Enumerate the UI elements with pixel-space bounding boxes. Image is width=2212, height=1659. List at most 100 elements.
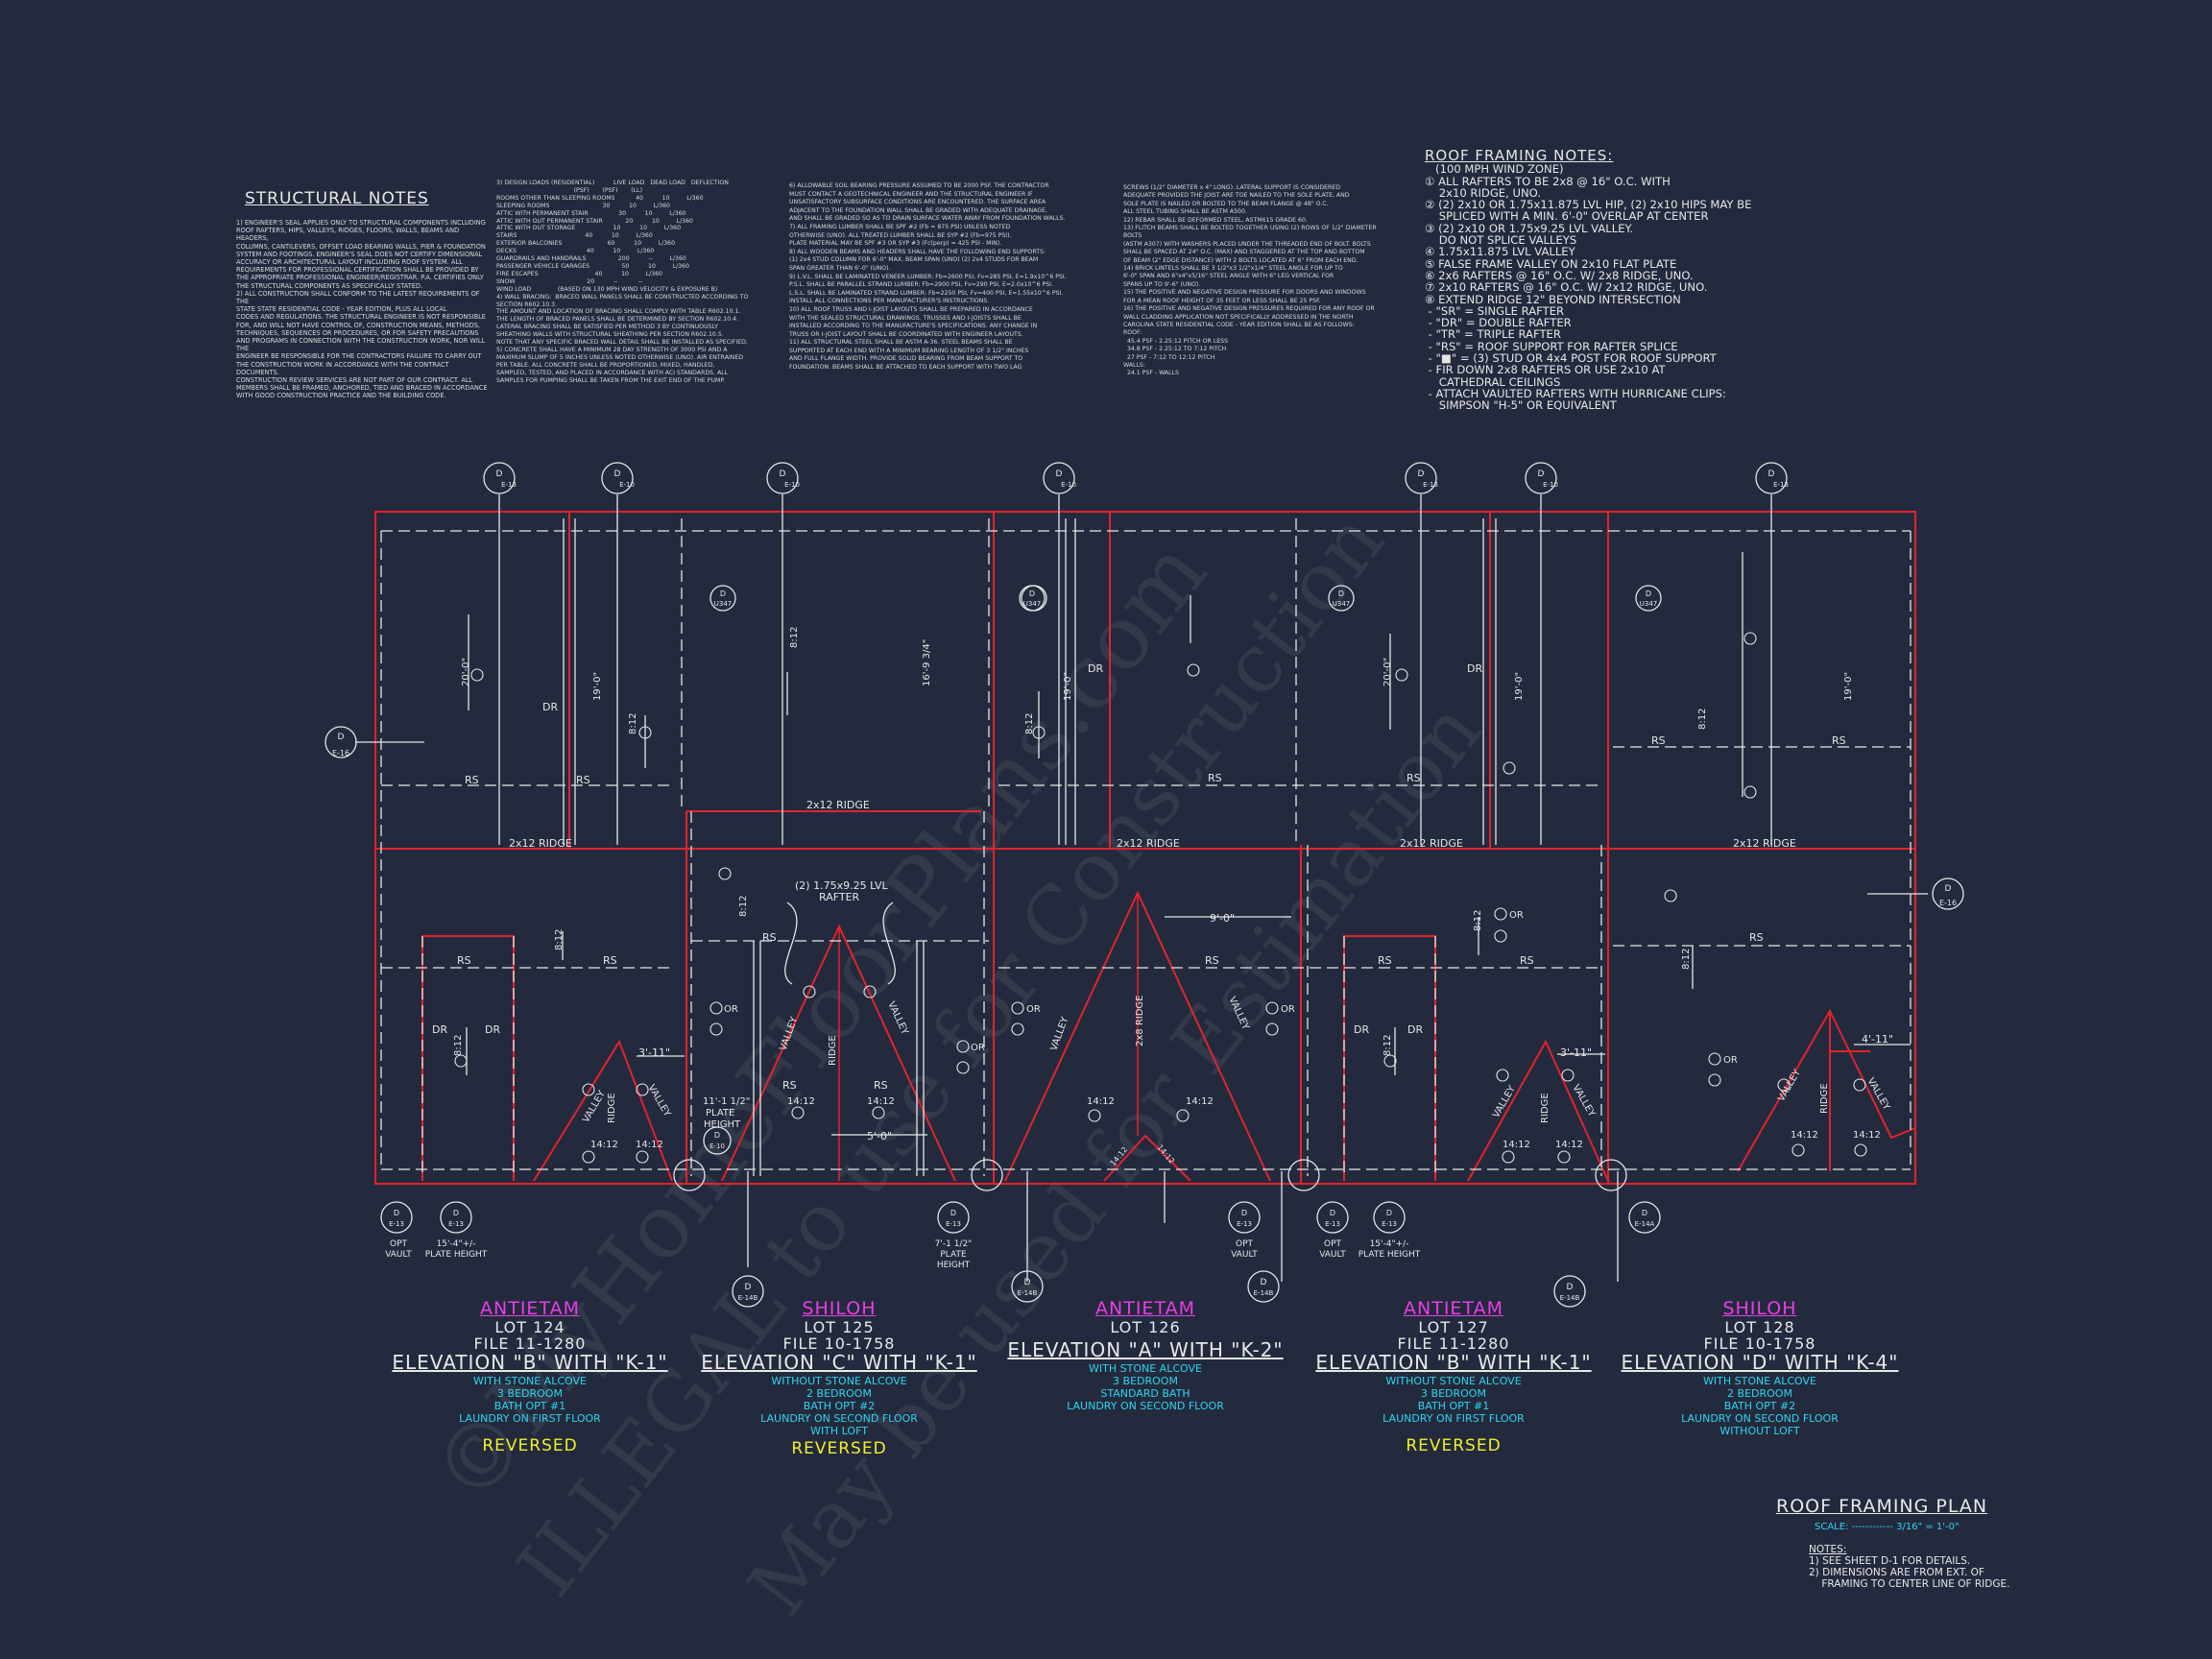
- structural-notes-col-3: 6) ALLOWABLE SOIL BEARING PRESSURE ASSUM…: [789, 182, 1067, 372]
- callout-d: D: [1029, 589, 1035, 598]
- callout-d: D: [720, 589, 726, 598]
- column-circle: [1595, 1159, 1627, 1191]
- rs-label: RS: [1749, 931, 1764, 944]
- rafter-note-marker: [582, 1083, 595, 1096]
- elevation-option: LAUNDRY ON FIRST FLOOR: [1382, 1412, 1525, 1425]
- pitch-label: 14:12: [1853, 1130, 1881, 1141]
- rafter-note-marker: [1503, 761, 1516, 775]
- pitch-label: 8:12: [1024, 713, 1035, 734]
- roof-framing-notes: ROOF FRAMING NOTES: (100 MPH WIND ZONE) …: [1425, 147, 1770, 411]
- elevation-name: SHILOH: [802, 1298, 877, 1319]
- structural-notes-title: STRUCTURAL NOTES: [245, 189, 429, 208]
- callout-sheet: E-10: [784, 481, 800, 489]
- gable: [1467, 1039, 1609, 1182]
- dimension-label: 19'-0": [1843, 672, 1854, 701]
- plan-note: 2) DIMENSIONS ARE FROM EXT. OF: [1809, 1567, 1984, 1578]
- rafter-note-marker: [582, 1150, 595, 1164]
- callout-sheet: E-13: [946, 1220, 961, 1228]
- elevation-title: ELEVATION "B" WITH "K-1": [392, 1351, 668, 1374]
- dimension-label: 3'-11": [638, 1046, 670, 1059]
- roof-note-line: - ATTACH VAULTED RAFTERS WITH HURRICANE …: [1425, 386, 1726, 400]
- elevation-option: 2 BEDROOM: [806, 1387, 872, 1400]
- plate-height-label: 15'-4"+/-: [1370, 1239, 1409, 1249]
- callout-sheet: E-10: [709, 1142, 725, 1150]
- detail-callout: [1755, 462, 1788, 494]
- detail-callout: [766, 462, 799, 494]
- opt-vault-label: OPT: [390, 1239, 408, 1249]
- rafter-note-marker: [1557, 1150, 1571, 1164]
- callout-sheet: E-13: [1382, 1220, 1397, 1228]
- dr-label: DR: [432, 1023, 447, 1036]
- callout-d: D: [614, 469, 621, 479]
- detail-callout: [440, 1201, 472, 1234]
- ridge-label: 2x12 RIDGE: [1117, 837, 1180, 850]
- callout-d: D: [745, 1283, 752, 1292]
- rs-label: RS: [1520, 954, 1534, 967]
- pitch-label: 14:12: [867, 1096, 895, 1107]
- reversed-label: REVERSED: [791, 1439, 887, 1458]
- roof-note-line: CATHEDRAL CEILINGS: [1425, 374, 1561, 389]
- rafter-note-marker: [1383, 1054, 1397, 1068]
- or-label: OR: [1281, 1004, 1295, 1015]
- ridge-label: 2x12 RIDGE: [509, 837, 572, 850]
- detail-callout: [1328, 585, 1355, 612]
- detail-callout: [1525, 462, 1557, 494]
- ridge-vert-label: RIDGE: [828, 1035, 838, 1066]
- pitch-label: 14:12: [1503, 1140, 1530, 1150]
- rafter-note-marker: [709, 1001, 723, 1015]
- roof-framing-plan-title: ROOF FRAMING PLAN: [1776, 1496, 1988, 1517]
- callout-d: D: [453, 1209, 459, 1217]
- hip-label: 14:12: [1155, 1143, 1176, 1166]
- detail-callout: [1635, 585, 1662, 612]
- rafter-note-marker: [1791, 1143, 1805, 1157]
- callout-sheet: E-13: [389, 1220, 404, 1228]
- pitch-label: 8:12: [1382, 1035, 1393, 1056]
- opt-vault-label: OPT: [1236, 1239, 1254, 1249]
- elevation-option: WITHOUT STONE ALCOVE: [1385, 1375, 1522, 1387]
- rafter-note-marker: [1561, 1069, 1575, 1082]
- elevation-lot: LOT 128: [1724, 1318, 1795, 1336]
- rafter-note-marker: [470, 668, 484, 682]
- detail-callout: [325, 726, 357, 758]
- rafter-note-marker: [1494, 929, 1507, 943]
- elevation-option: BATH OPT #1: [1417, 1400, 1490, 1412]
- rafter-note-marker: [1265, 1022, 1279, 1036]
- roof-framing-notes-title: ROOF FRAMING NOTES:: [1425, 147, 1614, 164]
- ridge-vert-label: RIDGE: [1819, 1083, 1830, 1114]
- pitch-label: 14:12: [636, 1140, 663, 1150]
- elevation-option: LAUNDRY ON FIRST FLOOR: [459, 1412, 601, 1425]
- detail-callout: [601, 462, 634, 494]
- pitch-label: 8:12: [738, 896, 749, 917]
- callout-d: D: [780, 469, 786, 479]
- or-label: OR: [1026, 1004, 1041, 1015]
- callout-sheet: E-16: [332, 749, 349, 757]
- structural-notes-col-4: SCREWS (1/2" DIAMETER x 4" LONG). LATERA…: [1123, 184, 1377, 377]
- elevation-option: LAUNDRY ON SECOND FLOOR: [1681, 1412, 1839, 1425]
- plate-height-label: PLATE HEIGHT: [425, 1250, 488, 1260]
- column-circle: [673, 1159, 706, 1191]
- lvl-label: (2) 1.75x9.25 LVL: [795, 879, 889, 892]
- elevation-options: WITH STONE ALCOVE 2 BEDROOM BATH OPT #2 …: [1616, 1375, 1904, 1437]
- ridge-vert-label: RIDGE: [1540, 1093, 1551, 1123]
- callout-d: D: [1945, 884, 1952, 894]
- rafter-note-marker: [956, 1040, 970, 1053]
- roof-note-line: ① ALL RAFTERS TO BE 2x8 @ 16" O.C. WITH: [1425, 174, 1671, 188]
- callout-d: D: [1338, 589, 1344, 598]
- elevation-option: WITH STONE ALCOVE: [1089, 1362, 1202, 1375]
- or-label: OR: [724, 1004, 738, 1015]
- gable: [533, 1039, 673, 1182]
- elevation-option: WITH LOFT: [810, 1425, 868, 1437]
- plan-note: FRAMING TO CENTER LINE OF RIDGE.: [1809, 1578, 2010, 1590]
- elevation-title: ELEVATION "C" WITH "K-1": [701, 1351, 977, 1374]
- roof-note-line: - "SR" = SINGLE RAFTER: [1425, 303, 1565, 318]
- or-label: OR: [971, 1043, 985, 1053]
- elevation-options: WITHOUT STONE ALCOVE 2 BEDROOM BATH OPT …: [695, 1375, 983, 1437]
- roof-note-line: - "■" = (3) STUD OR 4x4 POST FOR ROOF SU…: [1425, 351, 1717, 366]
- detail-callout: [1628, 1201, 1661, 1234]
- dimension-label: 9'-0": [1210, 912, 1235, 925]
- rafter-note-marker: [1854, 1143, 1867, 1157]
- roof-note-line: ⑦ 2x10 RAFTERS @ 16" O.C. W/ 2x12 RIDGE,…: [1425, 280, 1708, 295]
- rafter-note-marker: [1088, 1109, 1101, 1122]
- elevation-lot-125: SHILOH LOT 125 FILE 10-1758 ELEVATION "C…: [695, 1298, 983, 1458]
